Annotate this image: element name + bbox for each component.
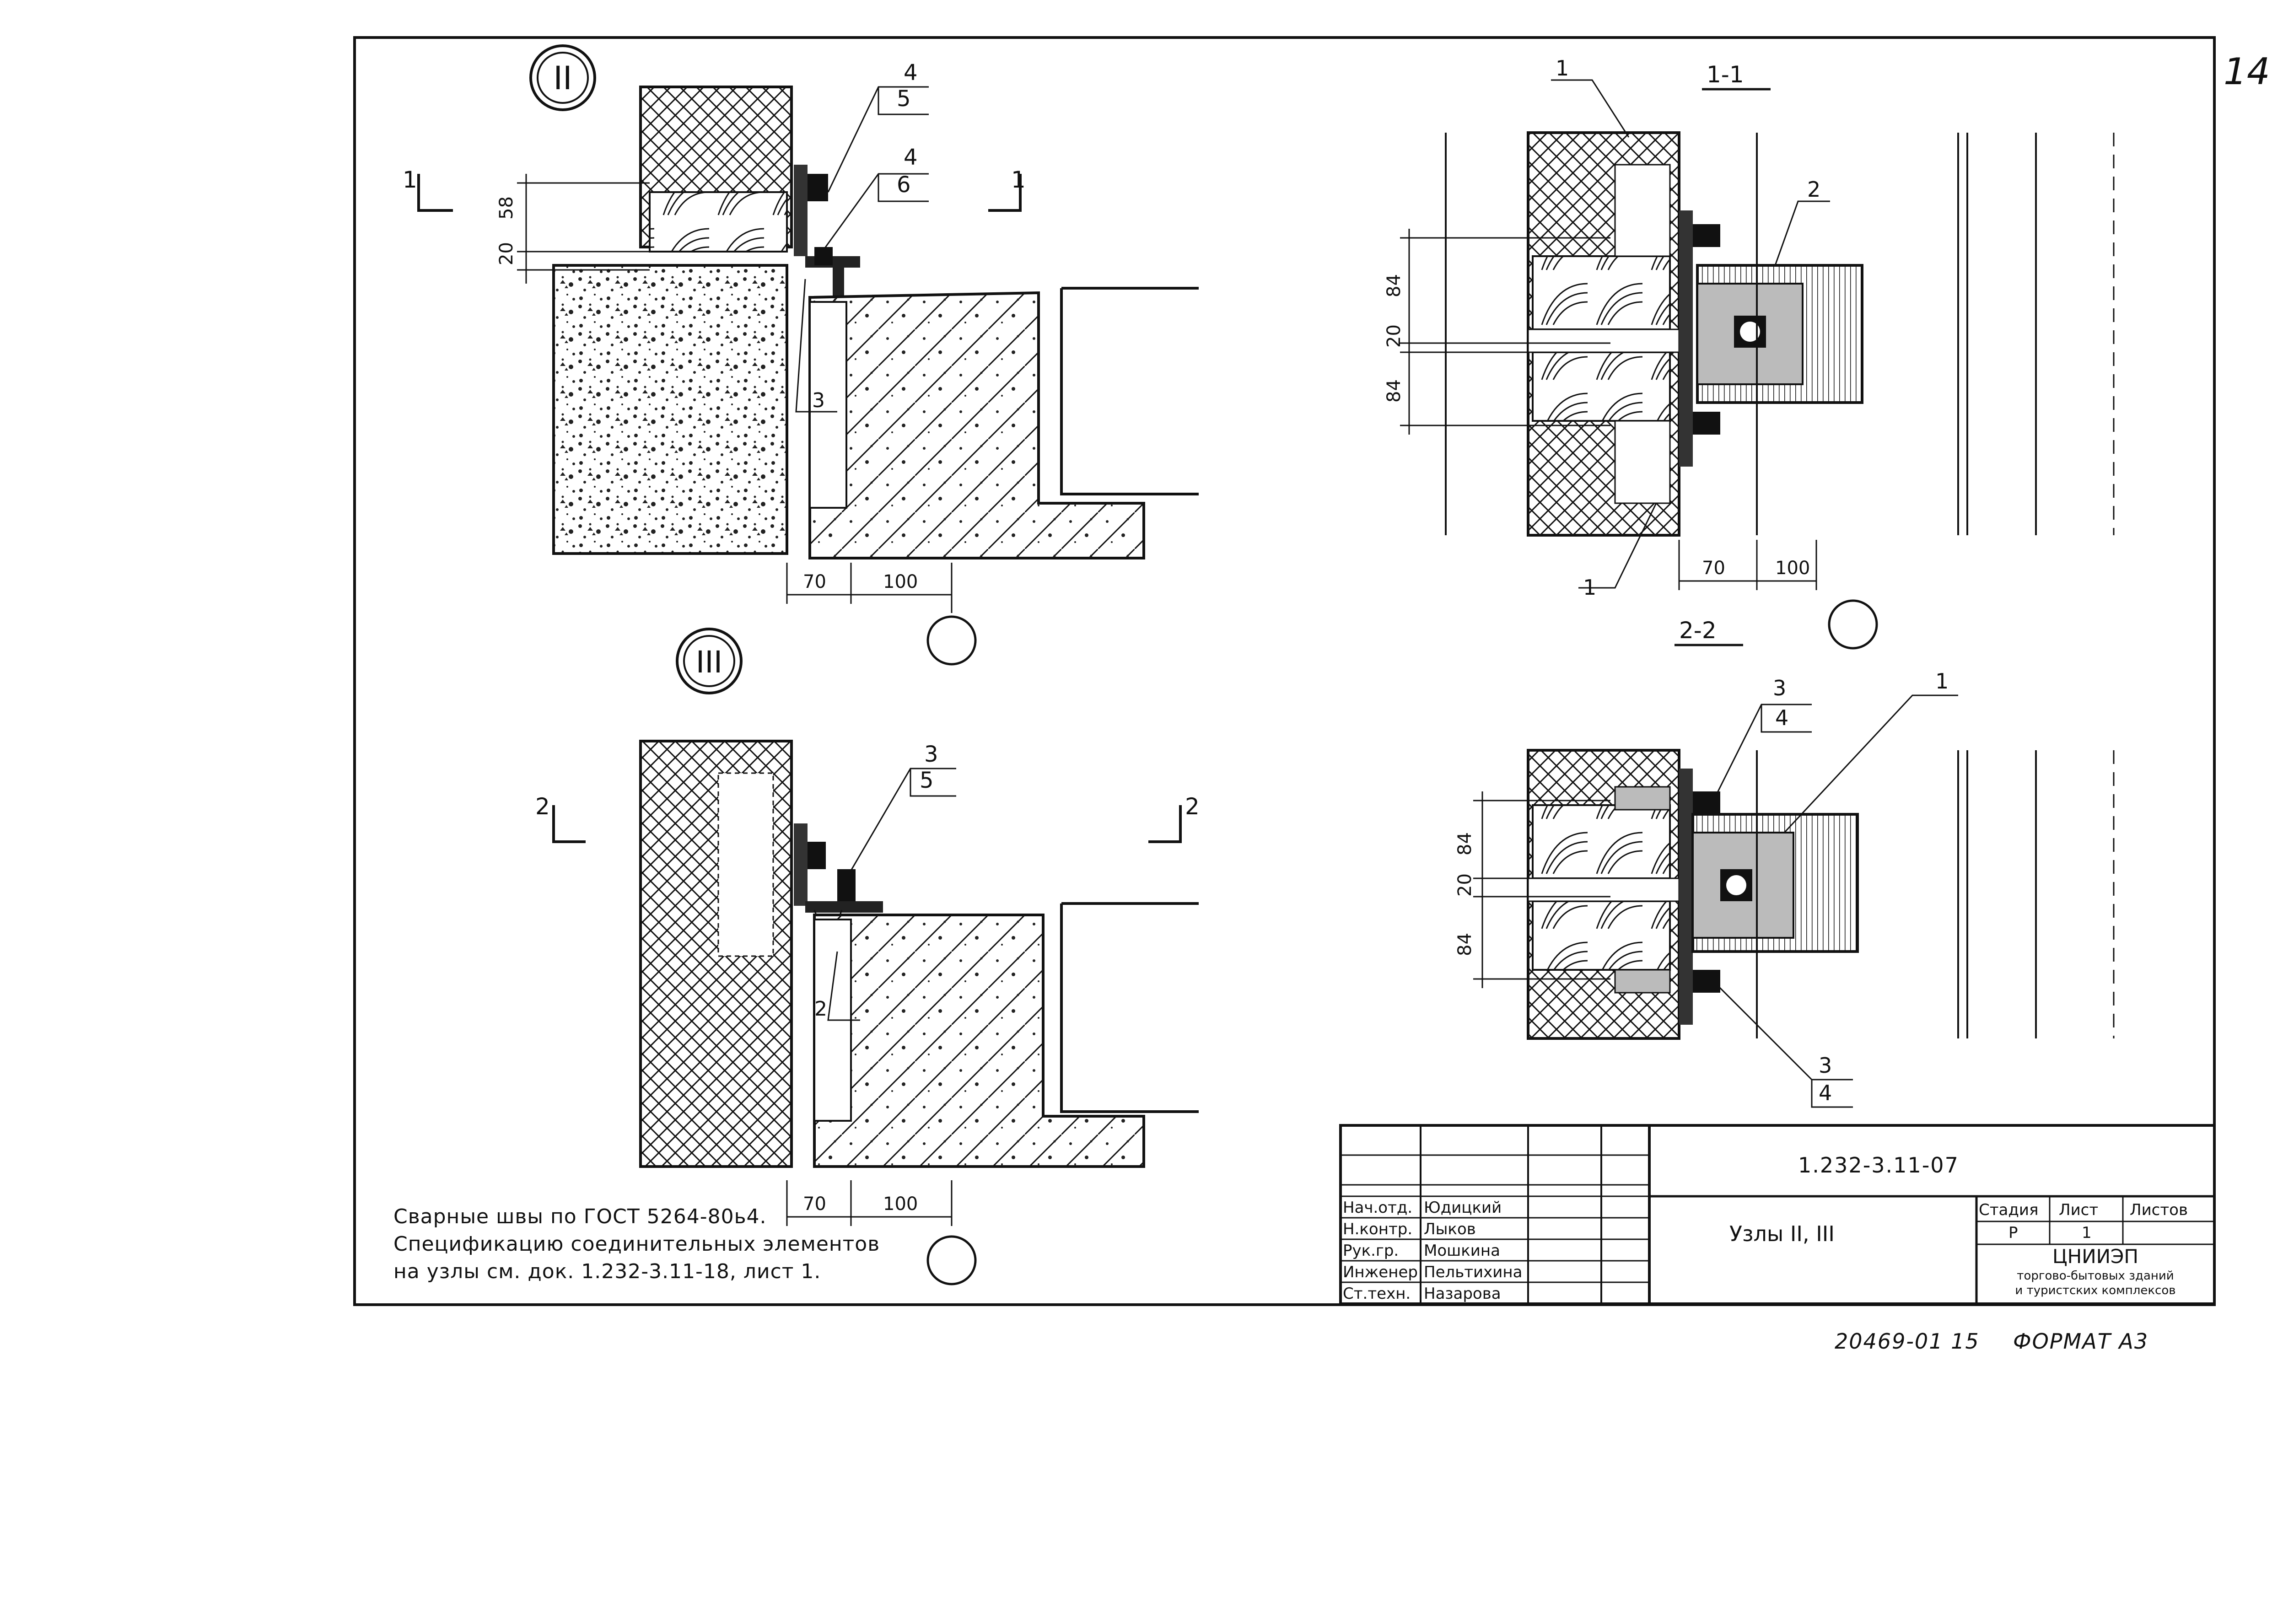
stage-value: Р <box>2008 1224 2018 1242</box>
name-4: Пельтихина <box>1424 1263 1523 1281</box>
node-ii-wood-insert <box>649 191 788 253</box>
organization-sub1: торгово-бытовых зданий <box>2017 1269 2174 1283</box>
section-2-2-dim-84a: 84 <box>1454 832 1475 855</box>
section-1-1-dim-20: 20 <box>1384 324 1405 348</box>
node-ii-callout-4a: 4 <box>904 60 918 86</box>
node-iii-view: III 2 2 70 100 3 5 2 <box>535 628 1200 1285</box>
doc-code: 1.232-3.11-07 <box>1798 1153 1959 1178</box>
node-ii-marker <box>529 44 596 111</box>
section-1-1-callout-1b: 1 <box>1583 575 1596 600</box>
section-2-2-view: 2-2 84 20 84 3 4 1 3 4 <box>1454 617 2215 1108</box>
sheet-header: Лист <box>2059 1201 2099 1219</box>
node-iii-axis-bubble <box>926 1235 977 1285</box>
node-ii-callout-4b: 4 <box>904 145 918 170</box>
node-ii-section-mark-left: 1 <box>403 167 417 193</box>
name-3: Мошкина <box>1424 1242 1500 1260</box>
page-number: 14 <box>2224 50 2270 93</box>
node-ii-callout-3: 3 <box>812 389 825 412</box>
title-block-grid <box>1339 1124 2216 1305</box>
node-ii-section-mark-right: 1 <box>1011 167 1026 193</box>
sheet-frame <box>353 36 2216 1306</box>
section-1-1-callout-1a: 1 <box>1556 56 1569 81</box>
node-ii-callout-6: 6 <box>897 172 911 198</box>
section-2-2-callout-1: 1 <box>1935 669 1949 694</box>
role-5: Ст.техн. <box>1343 1285 1411 1303</box>
section-2-2-dim-20: 20 <box>1454 873 1475 897</box>
note-welding: Сварные швы по ГОСТ 5264-80ь4. <box>393 1205 767 1228</box>
section-1-1-dim-100: 100 <box>1775 558 1810 579</box>
node-ii-slab-left <box>552 264 788 555</box>
node-ii-axis-bubble <box>926 615 977 666</box>
role-2: Н.контр. <box>1343 1220 1413 1238</box>
section-2-2-callout-3a: 3 <box>1773 676 1786 700</box>
node-iii-callout-3: 3 <box>924 742 938 767</box>
node-ii-dim-20: 20 <box>496 242 517 265</box>
node-ii-dim-70: 70 <box>803 571 826 592</box>
note-reference: на узлы см. док. 1.232-3.11-18, лист 1. <box>393 1260 821 1283</box>
node-iii-dim-100: 100 <box>883 1194 918 1215</box>
sheet-title: Узлы II, III <box>1729 1221 1835 1246</box>
section-2-2-dim-84b: 84 <box>1454 933 1475 956</box>
node-ii-callout-5: 5 <box>897 86 911 112</box>
node-ii-dim-100: 100 <box>883 571 918 592</box>
section-1-1-dim-70: 70 <box>1702 558 1725 579</box>
organization: ЦНИИЭП <box>2052 1245 2138 1268</box>
sheet-value: 1 <box>2082 1224 2092 1242</box>
stage-header: Стадия <box>1979 1201 2039 1219</box>
organization-sub2: и туристских комплексов <box>2015 1284 2176 1297</box>
section-1-1-dim-84b: 84 <box>1384 379 1405 403</box>
role-3: Рук.гр. <box>1343 1242 1399 1260</box>
section-2-2-title: 2-2 <box>1679 617 1717 644</box>
node-iii-section-mark-right: 2 <box>1185 793 1200 820</box>
node-ii-bolt <box>808 174 828 201</box>
section-1-1-view: 1-1 84 20 84 70 100 1 2 1 <box>1384 56 2215 650</box>
node-iii-callout-2: 2 <box>814 997 827 1021</box>
role-4: Инженер <box>1343 1263 1418 1281</box>
node-iii-beam <box>813 914 1145 1168</box>
section-1-1-title: 1-1 <box>1707 61 1744 88</box>
node-ii-dim-58: 58 <box>496 196 517 220</box>
sheets-header: Листов <box>2130 1201 2188 1219</box>
node-iii-label: III <box>696 645 722 680</box>
node-iii-plate <box>794 823 808 906</box>
section-1-1-dim-84a: 84 <box>1384 274 1405 297</box>
node-ii-view: II 1 1 20 58 70 100 4 <box>403 44 1199 666</box>
node-ii-plate <box>794 165 808 256</box>
node-iii-callout-5: 5 <box>920 768 934 793</box>
node-iii-marker <box>676 628 743 694</box>
section-2-2-callout-4a: 4 <box>1775 705 1788 730</box>
node-iii-section-mark-left: 2 <box>535 793 550 820</box>
section-2-2-callout-4b: 4 <box>1819 1081 1832 1105</box>
node-iii-angle <box>805 901 883 913</box>
section-1-1-callout-2: 2 <box>1807 177 1820 202</box>
name-5: Назарова <box>1424 1285 1501 1303</box>
name-1: Юдицкий <box>1424 1199 1502 1217</box>
node-ii-label: II <box>553 59 572 97</box>
role-1: Нач.отд. <box>1343 1199 1413 1217</box>
section-1-1-axis-bubble <box>1828 599 1878 650</box>
note-spec: Спецификацию соединительных элементов <box>393 1232 880 1256</box>
format-label: ФОРМАТ А3 <box>2013 1329 2149 1354</box>
section-2-2-callout-3b: 3 <box>1819 1053 1832 1078</box>
archive-stamp: 20469-01 15 <box>1835 1329 1980 1354</box>
node-iii-dim-70: 70 <box>803 1194 826 1215</box>
name-2: Лыков <box>1424 1220 1476 1238</box>
node-ii-beam <box>808 291 1145 559</box>
